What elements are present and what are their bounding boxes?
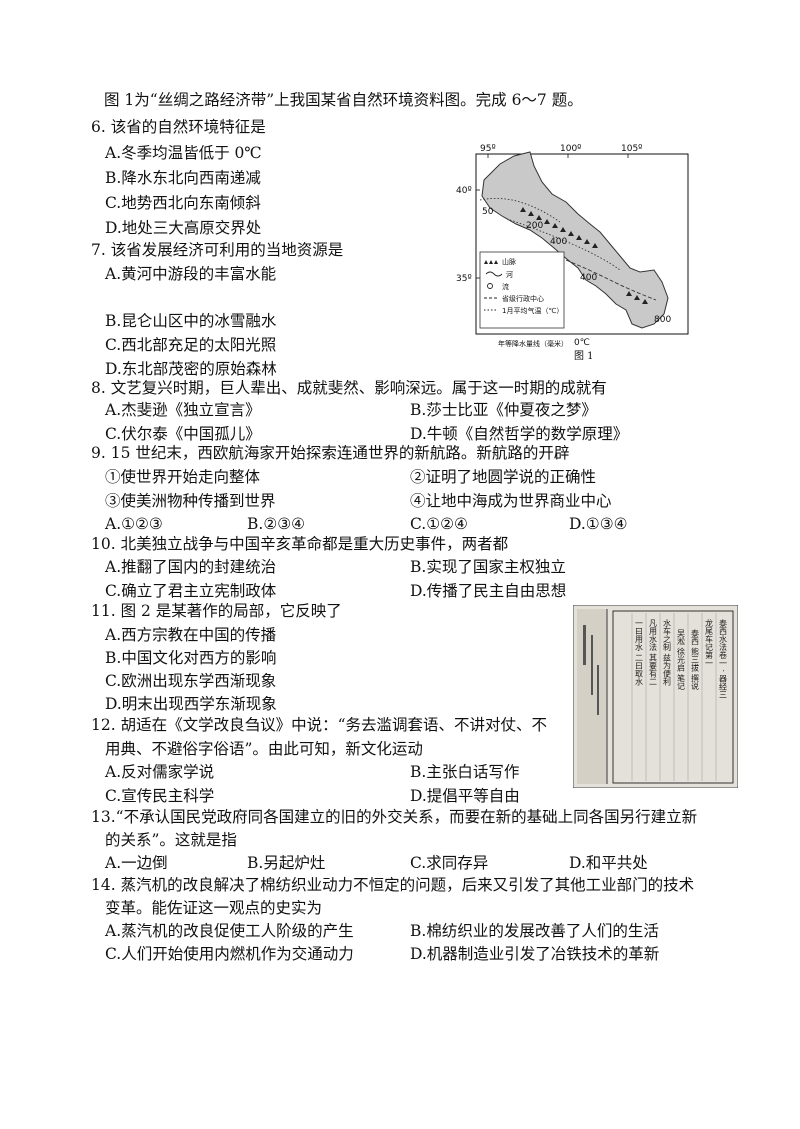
isohyet-line (509, 219, 621, 271)
question-6-stem: 6. 该省的自然环境特征是 (91, 118, 266, 136)
q13-option-c: C.求同存异 (410, 854, 489, 872)
legend-river-label: 河 (506, 271, 513, 279)
q14-option-b: B.棉纺织业的发展改善了人们的生活 (410, 922, 659, 940)
q6-option-b: B.降水东北向西南递减 (105, 169, 261, 187)
q7-option-c: C.西北部充足的太阳光照 (105, 336, 277, 354)
q11-option-b: B.中国文化对西方的影响 (105, 649, 277, 667)
classical-text-columns: 泰西水法卷一 · 器经三 龙尾车记第一 泰西 熊三拔 撰说 吴淞 徐光启 笔记 … (635, 618, 728, 699)
longitude-95-label: 95º (480, 144, 496, 154)
q9-statement-2: ②证明了地圆学说的正确性 (410, 468, 597, 486)
question-13-stem-line1: 13.“不承认国民党政府同各国建立的旧的外交关系，而要在新的基础上同各国另行建立… (91, 808, 698, 826)
longitude-105-label: 105º (621, 144, 642, 154)
q10-option-d: D.传播了民主自由思想 (410, 582, 567, 600)
q12-option-a: A.反对儒家学说 (105, 763, 215, 781)
column-rules (631, 613, 717, 781)
province-map-figure: 95º 100º 105º 40º 35º 50 200 400 400 800… (456, 144, 689, 362)
question-10-stem: 10. 北美独立战争与中国辛亥革命都是重大历史事件，两者都 (91, 535, 509, 553)
question-14-stem-line1: 14. 蒸汽机的改良解决了棉纺织业动力不恒定的问题，后来又引发了其他工业部门的技… (91, 876, 695, 894)
q12-option-d: D.提倡平等自由 (410, 787, 520, 805)
q10-option-a: A.推翻了国内的封建统治 (105, 558, 277, 576)
question-8-stem: 8. 文艺复兴时期，巨人辈出、成就斐然、影响深远。属于这一时期的成就有 (91, 379, 607, 397)
q12-option-b: B.主张白话写作 (410, 763, 520, 781)
q13-option-d: D.和平共处 (569, 854, 648, 872)
book-text-column: 龙尾车记第一 (705, 618, 714, 667)
question-11-stem: 11. 图 2 是某著作的局部，它反映了 (91, 602, 342, 620)
q7-option-a: A.黄河中游段的丰富水能 (105, 265, 277, 283)
q8-option-d: D.牛顿《自然哲学的数学原理》 (410, 425, 629, 443)
q11-option-d: D.明末出现西学东渐现象 (105, 695, 277, 713)
q13-option-b: B.另起炉灶 (247, 854, 326, 872)
text-frame (612, 610, 734, 784)
question-13-stem-line2: 的关系”。这就是指 (105, 831, 237, 849)
latitude-35-label: 35º (456, 274, 472, 284)
capital-icon (487, 283, 493, 289)
left-page-marks (583, 625, 599, 715)
book-text-column: 吴淞 徐光启 笔记 (677, 629, 686, 690)
isohyet-line (565, 259, 657, 301)
zero-degree-label: 0℃ (574, 338, 590, 348)
q9-option-c: C.①②④ (410, 515, 468, 533)
isotherm-line (479, 197, 561, 223)
map-legend (479, 251, 565, 329)
q9-statement-4: ④让地中海成为世界商业中心 (410, 492, 612, 510)
q10-option-c: C.确立了君主立宪制政体 (105, 582, 277, 600)
q6-option-d: D.地处三大高原交界处 (105, 219, 262, 237)
book-text-column: 一曰用水 二曰取水 (635, 619, 644, 686)
legend-river-symbol (485, 271, 503, 277)
q14-option-d: D.机器制造业引发了冶铁技术的革新 (410, 945, 660, 963)
q10-option-b: B.实现了国家主权独立 (410, 558, 566, 576)
old-book-page-figure: 泰西水法卷一 · 器经三 龙尾车记第一 泰西 熊三拔 撰说 吴淞 徐光启 笔记 … (573, 605, 738, 788)
legend-temperature-label: 1月平均气温（℃） (502, 306, 563, 315)
mountain-symbols (520, 207, 648, 304)
q8-option-b: B.莎士比亚《仲夏夜之梦》 (410, 401, 597, 419)
q6-option-c: C.地势西北向东南倾斜 (105, 194, 261, 212)
intro-text: 图 1为“丝绸之路经济带”上我国某省自然环境资料图。完成 6～7 题。 (104, 91, 583, 109)
province-shape (481, 151, 669, 329)
question-12-stem-line2: 用典、不避俗字俗语”。由此可知，新文化运动 (105, 740, 423, 758)
q11-option-c: C.欧洲出现东学西渐现象 (105, 672, 277, 690)
q8-option-c: C.伏尔泰《中国孤儿》 (105, 425, 261, 443)
legend-river-label-2: 流 (502, 282, 509, 291)
question-7-stem: 7. 该省发展经济可利用的当地资源是 (91, 241, 344, 259)
q8-option-a: A.杰斐逊《独立宣言》 (105, 401, 261, 419)
figure-1-caption: 图 1 (574, 350, 594, 362)
isoline-200-label: 200 (526, 221, 543, 231)
q9-statement-3: ③使美洲物种传播到世界 (105, 492, 276, 510)
book-text-column: 泰西 熊三拔 撰说 (691, 628, 700, 691)
isoline-800-label: 800 (654, 315, 671, 325)
q9-option-b: B.②③④ (247, 515, 306, 533)
q7-option-b: B.昆仑山区中的冰雪融水 (105, 312, 277, 330)
q7-option-d: D.东北部茂密的原始森林 (105, 360, 277, 378)
q6-option-a: A.冬季均温皆低于 0℃ (105, 144, 262, 162)
question-12-stem-line1: 12. 胡适在《文学改良刍议》中说：“务去滥调套语、不讲对仗、不 (91, 716, 548, 734)
q14-option-c: C.人们开始使用内燃机作为交通动力 (105, 945, 354, 963)
q11-option-a: A.西方宗教在中国的传播 (105, 626, 277, 644)
isoline-50-label: 50 (482, 207, 494, 217)
book-text-column: 凡用水法 其要有二 (649, 619, 658, 686)
q14-option-a: A.蒸汽机的改良促使工人阶级的产生 (105, 922, 354, 940)
book-text-column: 泰西水法卷一 · 器经三 (719, 618, 728, 699)
legend-capital-label: 省级行政中心 (502, 294, 544, 303)
legend-mountain-label: 山脉 (502, 257, 516, 266)
q9-statement-1: ①使世界开始走向整体 (105, 468, 261, 486)
book-text-column: 水车之制 兹为便利 (663, 618, 672, 686)
q13-option-a: A.一边倒 (105, 854, 168, 872)
isoline-400-label-east: 400 (580, 273, 597, 283)
q9-option-a: A.①②③ (105, 515, 163, 533)
isoline-400-label: 400 (550, 237, 567, 247)
question-14-stem-line2: 变革。能佐证这一观点的史实为 (105, 899, 323, 917)
longitude-100-label: 100º (560, 144, 581, 154)
q9-option-d: D.①③④ (569, 515, 628, 533)
question-9-stem: 9. 15 世纪末，西欧航海家开始探索连通世界的新航路。新航路的开辟 (91, 444, 570, 462)
latitude-40-label: 40º (456, 186, 472, 196)
q12-option-c: C.宣传民主科学 (105, 787, 215, 805)
legend-precipitation-label: 年等降水量线（毫米） (498, 339, 568, 348)
